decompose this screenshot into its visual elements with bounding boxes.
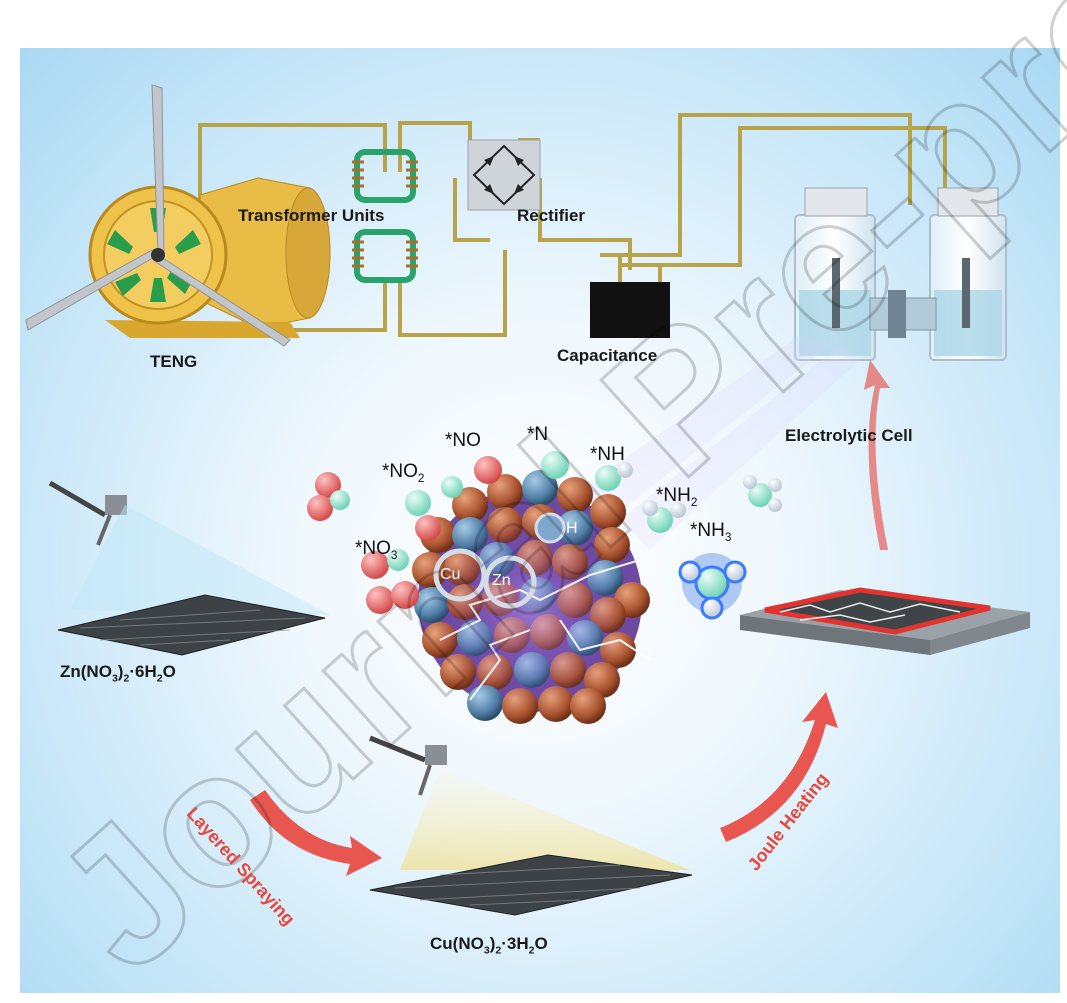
capacitor-block bbox=[590, 282, 670, 338]
atom-label-h: H bbox=[566, 520, 578, 537]
label-teng: TENG bbox=[150, 352, 198, 371]
intermediate-nh: *NH bbox=[590, 444, 625, 465]
atom-label-zn: Zn bbox=[492, 572, 511, 589]
electrolytic-cell bbox=[794, 187, 1007, 361]
intermediate-no: *NO bbox=[445, 430, 481, 451]
molecules bbox=[307, 451, 782, 620]
spray-gun-icon-2 bbox=[369, 735, 690, 870]
atom-label-cu: Cu bbox=[440, 566, 461, 583]
joule-heating-stage bbox=[740, 587, 1030, 655]
spray-gun-icon bbox=[48, 480, 330, 615]
label-capacitance: Capacitance bbox=[557, 346, 658, 365]
intermediate-n: *N bbox=[527, 424, 549, 445]
catalyst-sphere bbox=[412, 470, 651, 724]
carbon-sheet-zn bbox=[57, 594, 326, 656]
process-arrows bbox=[250, 360, 890, 876]
rectifier-bridge bbox=[467, 139, 541, 211]
label-rectifier: Rectifier bbox=[517, 206, 586, 225]
intermediate-no2: *NO2 bbox=[382, 461, 425, 485]
intermediate-no3: *NO3 bbox=[355, 538, 398, 562]
intermediate-nh3: *NH3 bbox=[690, 520, 732, 544]
carbon-sheet-cu bbox=[369, 854, 693, 916]
label-cu-precursor: Cu(NO3)2·3H2O bbox=[430, 934, 548, 957]
label-zn-precursor: Zn(NO3)2·6H2O bbox=[60, 662, 176, 685]
beam-lines bbox=[580, 335, 860, 550]
teng-generator bbox=[25, 84, 331, 347]
label-electrolytic-cell: Electrolytic Cell bbox=[785, 426, 913, 445]
transformer-units bbox=[352, 149, 418, 283]
circuit-wires bbox=[198, 113, 947, 337]
label-transformer: Transformer Units bbox=[238, 206, 385, 225]
intermediate-nh2: *NH2 bbox=[656, 485, 698, 509]
